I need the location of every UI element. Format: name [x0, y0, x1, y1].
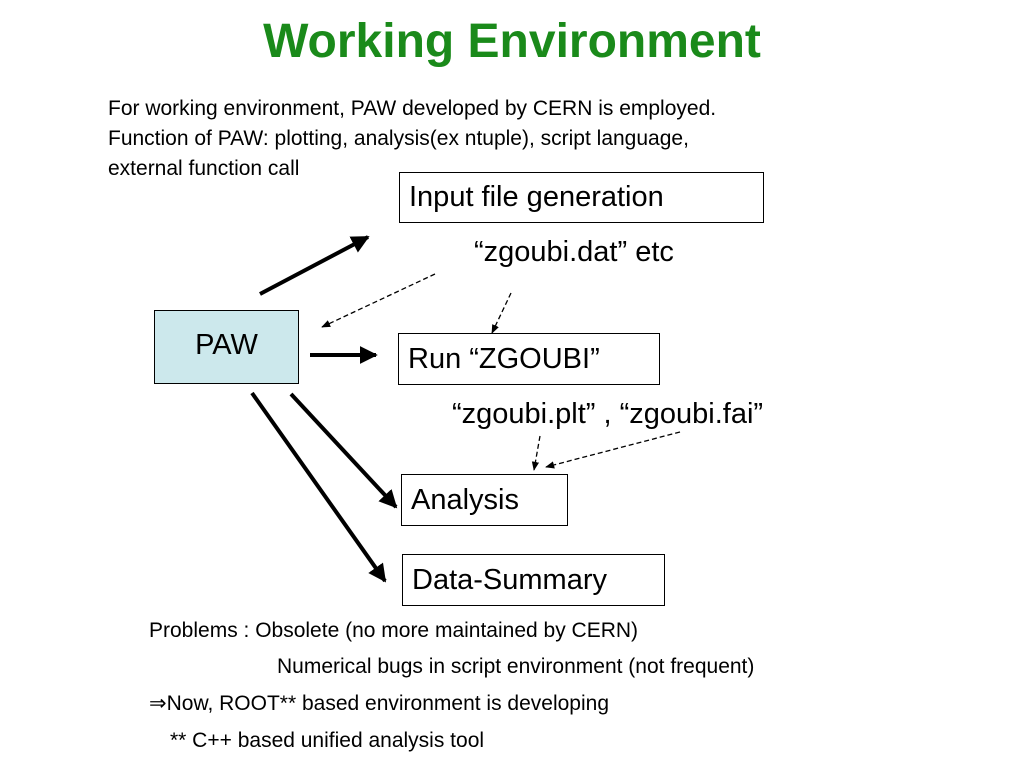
dashed-arrow-dat-to-run	[491, 292, 512, 334]
run-node-label: Run “ZGOUBI”	[408, 342, 600, 375]
implies-symbol: ⇒	[149, 692, 167, 715]
zgoubi-dat-label: “zgoubi.dat” etc	[474, 236, 674, 268]
summary-node-label: Data-Summary	[412, 563, 607, 596]
arrow-paw-to-analysis	[289, 392, 398, 509]
intro-line-3: external function call	[108, 157, 300, 180]
zgoubi-plt-fai-label: “zgoubi.plt” , “zgoubi.fai”	[452, 398, 764, 430]
paw-node-label: PAW	[195, 329, 258, 361]
footnote: ** C++ based unified analysis tool	[170, 729, 485, 752]
input-node-label: Input file generation	[409, 181, 664, 213]
intro-line-2: Function of PAW: plotting, analysis(ex n…	[108, 127, 689, 150]
dashed-arrow-dat-to-paw	[321, 273, 436, 328]
now-text: Now, ROOT** based environment is develop…	[166, 692, 610, 715]
problems-line-2: Numerical bugs in script environment (no…	[277, 655, 755, 678]
intro-line-1: For working environment, PAW developed b…	[108, 97, 717, 120]
dashed-arrow-fai-to-analysis	[545, 431, 681, 469]
arrow-paw-to-input	[259, 235, 370, 296]
problems-line-1: Problems : Obsolete (no more maintained …	[149, 619, 639, 642]
arrow-paw-to-summary	[250, 391, 387, 583]
data-summary-node: Data-Summary	[402, 554, 665, 606]
input-file-generation-node: Input file generation	[399, 172, 764, 223]
page-title: Working Environment	[263, 15, 761, 68]
now-line: ⇒Now, ROOT** based environment is develo…	[149, 691, 609, 716]
analysis-node: Analysis	[401, 474, 568, 526]
dashed-arrow-plt-to-analysis	[531, 435, 541, 471]
run-zgoubi-node: Run “ZGOUBI”	[398, 333, 660, 385]
paw-node: PAW	[154, 310, 299, 384]
analysis-node-label: Analysis	[411, 483, 519, 516]
